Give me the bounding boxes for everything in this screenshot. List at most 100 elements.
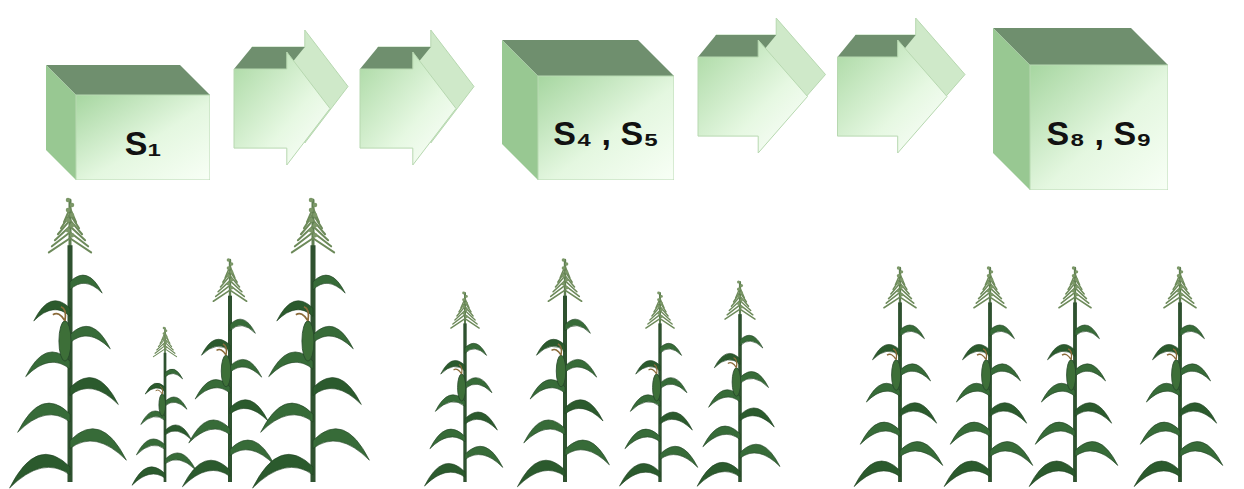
leaf — [465, 446, 503, 467]
tassel — [213, 258, 246, 301]
leaf — [703, 426, 740, 447]
leaf — [253, 454, 313, 488]
leaf — [165, 369, 183, 379]
corn-plant — [620, 292, 698, 487]
leaf — [1047, 344, 1075, 359]
leaf — [962, 344, 990, 359]
tassel — [451, 292, 479, 329]
leaf — [1140, 422, 1180, 444]
leaf — [313, 429, 369, 461]
leaf — [430, 429, 465, 449]
leaf — [261, 403, 313, 432]
leaf — [465, 412, 497, 430]
leaf — [620, 463, 661, 486]
leaf — [230, 400, 268, 421]
leaf — [189, 420, 230, 443]
leaf — [465, 378, 492, 393]
leaf — [1029, 461, 1075, 487]
leaf — [990, 325, 1014, 339]
leaf — [565, 400, 603, 421]
leaf — [70, 275, 102, 293]
leaf — [740, 444, 780, 466]
leaf — [990, 403, 1027, 423]
leaf — [277, 301, 313, 321]
leaf — [714, 353, 740, 367]
leaf — [660, 378, 687, 393]
tassel — [974, 266, 1006, 307]
leaf — [1152, 344, 1180, 359]
leaf — [425, 463, 466, 486]
stage-label: S₈ , S₉ — [1047, 115, 1152, 152]
corn-plant — [1134, 266, 1223, 486]
leaf — [70, 429, 126, 461]
corn-ear — [977, 349, 991, 390]
tassel — [153, 327, 176, 357]
cuboid-shape — [993, 28, 1168, 190]
tassel — [1164, 266, 1196, 307]
corn-plant — [182, 258, 274, 487]
corn-plant — [1029, 266, 1118, 486]
leaf — [636, 360, 660, 374]
leaf — [740, 408, 774, 427]
corn-ear — [1062, 349, 1076, 390]
corn-plant — [517, 258, 609, 487]
leaf — [441, 360, 465, 374]
box-node: S₁ — [46, 65, 210, 180]
leaf — [1075, 325, 1099, 339]
leaf — [660, 412, 692, 430]
leaf — [660, 446, 698, 467]
corn-ear — [53, 307, 71, 361]
leaf — [230, 440, 274, 465]
leaf — [872, 344, 900, 359]
leaf — [165, 397, 187, 409]
leaf — [201, 339, 230, 355]
leaf — [145, 383, 165, 394]
corn-plant — [854, 266, 943, 486]
leaf — [1180, 442, 1223, 466]
corn-ear — [728, 358, 741, 397]
tassel — [292, 198, 334, 253]
corn-plant — [10, 198, 127, 488]
leaf — [165, 453, 196, 470]
leaf — [1180, 364, 1211, 381]
box-node: S₈ , S₉ — [993, 28, 1168, 190]
tassel — [548, 258, 581, 301]
tassel — [725, 280, 755, 319]
leaf — [313, 326, 353, 349]
corn-plant — [253, 198, 370, 488]
leaf — [70, 377, 118, 404]
leaf — [136, 439, 165, 455]
leaf — [34, 301, 70, 321]
leaf — [900, 403, 937, 423]
leaf — [740, 335, 763, 348]
leaf — [990, 364, 1021, 381]
corn-plant — [944, 266, 1033, 486]
leaf — [1180, 403, 1217, 423]
leaf — [900, 364, 931, 381]
leaf — [230, 359, 262, 377]
box-node: S₄ , S₅ — [502, 40, 674, 180]
leaf — [18, 403, 70, 432]
corn-ear — [649, 365, 661, 401]
leaf — [740, 372, 769, 388]
corn-ear — [887, 349, 901, 390]
stage-label: S₁ — [125, 125, 162, 162]
leaf — [536, 339, 565, 355]
leaf — [1075, 364, 1106, 381]
leaf — [625, 429, 660, 449]
leaf — [950, 422, 990, 444]
leaf — [990, 442, 1033, 466]
leaf — [944, 461, 990, 487]
corn-ear — [454, 365, 466, 401]
leaf — [854, 461, 900, 487]
leaf — [70, 326, 110, 349]
leaf — [524, 420, 565, 443]
leaf — [565, 440, 609, 465]
stage-label: S₄ , S₅ — [553, 115, 659, 152]
leaf — [313, 377, 361, 404]
corn-ear — [296, 307, 314, 361]
leaf — [565, 319, 590, 333]
leaf — [1075, 403, 1112, 423]
leaf — [182, 460, 230, 487]
